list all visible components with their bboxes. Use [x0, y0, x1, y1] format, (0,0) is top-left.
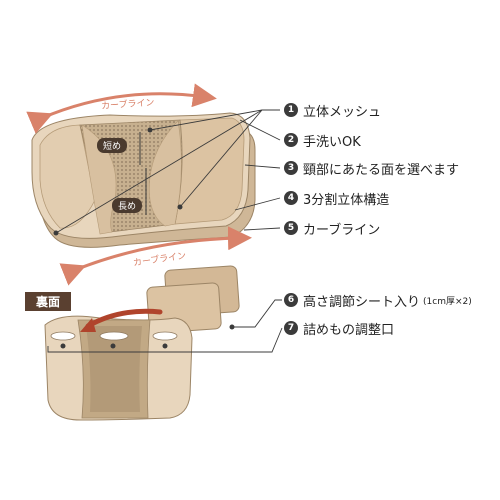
feature-3: 3 頸部にあたる面を選べます: [284, 157, 459, 179]
feature-2: 2 手洗いOK: [284, 129, 361, 151]
short-side-label: 短め: [103, 140, 121, 152]
feature-3-number: 3: [284, 161, 298, 175]
feature-7-label: 詰めもの調整口: [303, 322, 395, 338]
curve-label-top: カーブライン: [101, 96, 155, 112]
feature-6-note: (1cm厚×2): [423, 296, 472, 307]
inner-panel-right: [149, 120, 182, 227]
feature-2-label: 手洗いOK: [303, 134, 361, 150]
feature-7-number: 7: [284, 321, 298, 335]
feature-7: 7 詰めもの調整口: [284, 317, 394, 339]
feature-1-label: 立体メッシュ: [303, 104, 382, 120]
short-side-badge: [97, 138, 127, 153]
feature-2-number: 2: [284, 133, 298, 147]
back-pillow: [44, 315, 193, 421]
leader-lines-front: [55, 109, 281, 234]
long-side-label: 長め: [118, 201, 136, 212]
feature-6: 6 高さ調節シート入り (1cm厚×2): [284, 289, 472, 311]
front-pillow: 短め 長め: [31, 112, 256, 248]
feature-5: 5 カーブライン: [284, 217, 380, 239]
feature-4-number: 4: [284, 191, 298, 205]
feature-6-number: 6: [284, 293, 298, 307]
feature-6-label: 高さ調節シート入り: [303, 294, 421, 310]
feature-1: 1 立体メッシュ: [284, 99, 381, 121]
curve-label-bottom: カーブライン: [132, 249, 187, 268]
feature-4: 4 3分割立体構造: [284, 187, 389, 209]
feature-5-label: カーブライン: [303, 222, 381, 238]
insert-arrow: [85, 308, 163, 329]
right-panel: [174, 117, 245, 225]
feature-1-number: 1: [284, 103, 298, 117]
feature-5-number: 5: [284, 221, 298, 235]
curve-arrow-top: [26, 83, 217, 134]
long-side-badge: [112, 198, 142, 213]
back-side-tag: 裏面: [25, 292, 71, 311]
leader-lines-back: [47, 299, 283, 353]
curve-arrow-bottom: [59, 226, 252, 286]
feature-4-label: 3分割立体構造: [303, 192, 390, 208]
feature-3-label: 頸部にあたる面を選べます: [303, 162, 460, 178]
